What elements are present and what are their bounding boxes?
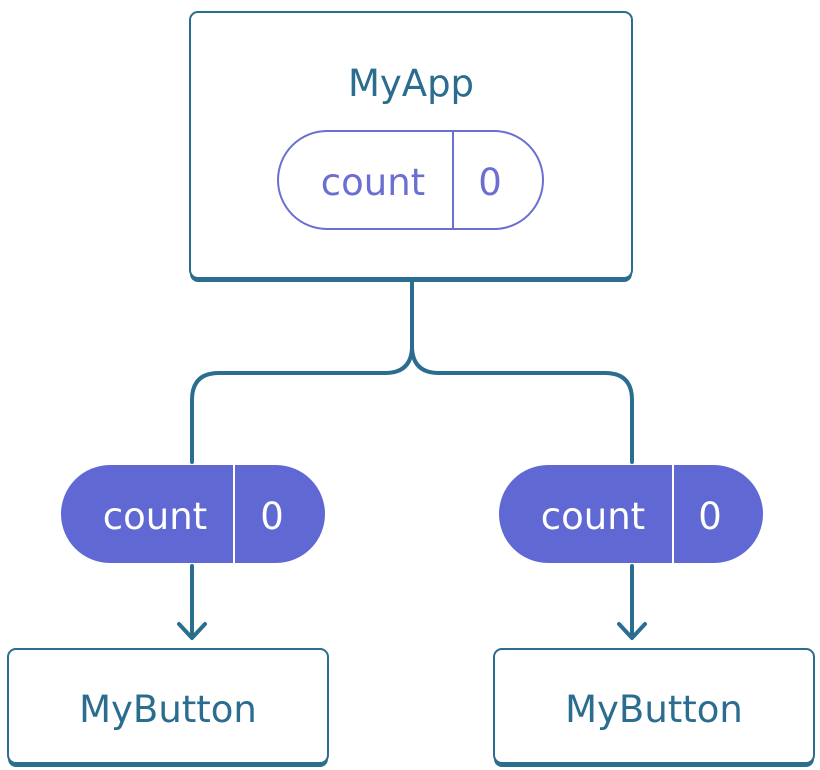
left-arrow-head (177, 622, 207, 640)
left-prop-value: 0 (260, 495, 284, 538)
right-child-box (493, 648, 815, 764)
parent-state-pill: count 0 (277, 130, 544, 230)
left-child-component-mybutton: MyButton (7, 648, 329, 767)
left-child-box (7, 648, 329, 764)
connector-parent-to-left-child (190, 280, 414, 464)
connector-parent-to-right-child (410, 280, 634, 464)
right-prop-label: count (541, 495, 645, 538)
parent-title: MyApp (348, 62, 474, 105)
right-prop-pill-body (499, 465, 763, 563)
right-down-arrow (617, 564, 647, 640)
parent-state-value: 0 (478, 161, 502, 204)
left-prop-label: count (103, 495, 207, 538)
right-child-title: MyButton (565, 688, 743, 731)
right-prop-value: 0 (698, 495, 722, 538)
left-prop-pill: count 0 (61, 465, 325, 563)
parent-component-myapp: MyApp count 0 (189, 11, 633, 282)
right-prop-pill: count 0 (499, 465, 763, 563)
left-prop-pill-body (61, 465, 325, 563)
tree-connectors (190, 280, 634, 464)
parent-state-pill-outline (277, 130, 544, 230)
left-child-title: MyButton (79, 688, 257, 731)
left-down-arrow (177, 564, 207, 640)
right-child-component-mybutton: MyButton (493, 648, 815, 767)
right-arrow-head (617, 622, 647, 640)
parent-state-label: count (321, 161, 425, 204)
